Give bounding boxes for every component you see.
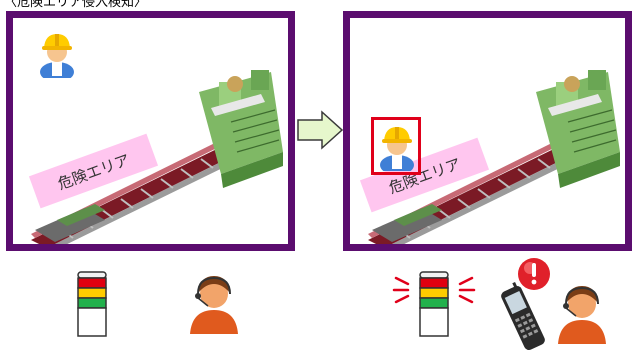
page-title: 〈危険エリア侵入検知〉 xyxy=(4,0,147,11)
conveyor-rail xyxy=(21,62,295,251)
operator-icon xyxy=(186,270,242,334)
worker-icon xyxy=(377,123,417,171)
intrusion-highlight-box xyxy=(371,117,421,175)
tower-light-icon xyxy=(74,270,110,342)
phone-icon xyxy=(498,282,548,354)
operator-icon xyxy=(554,280,610,344)
scene-after-panel: 危険エリア xyxy=(343,11,632,251)
scene-before-panel: 危険エリア xyxy=(6,11,295,251)
tower-light-alarm-icon xyxy=(392,270,476,342)
transition-arrow-icon xyxy=(296,110,344,150)
